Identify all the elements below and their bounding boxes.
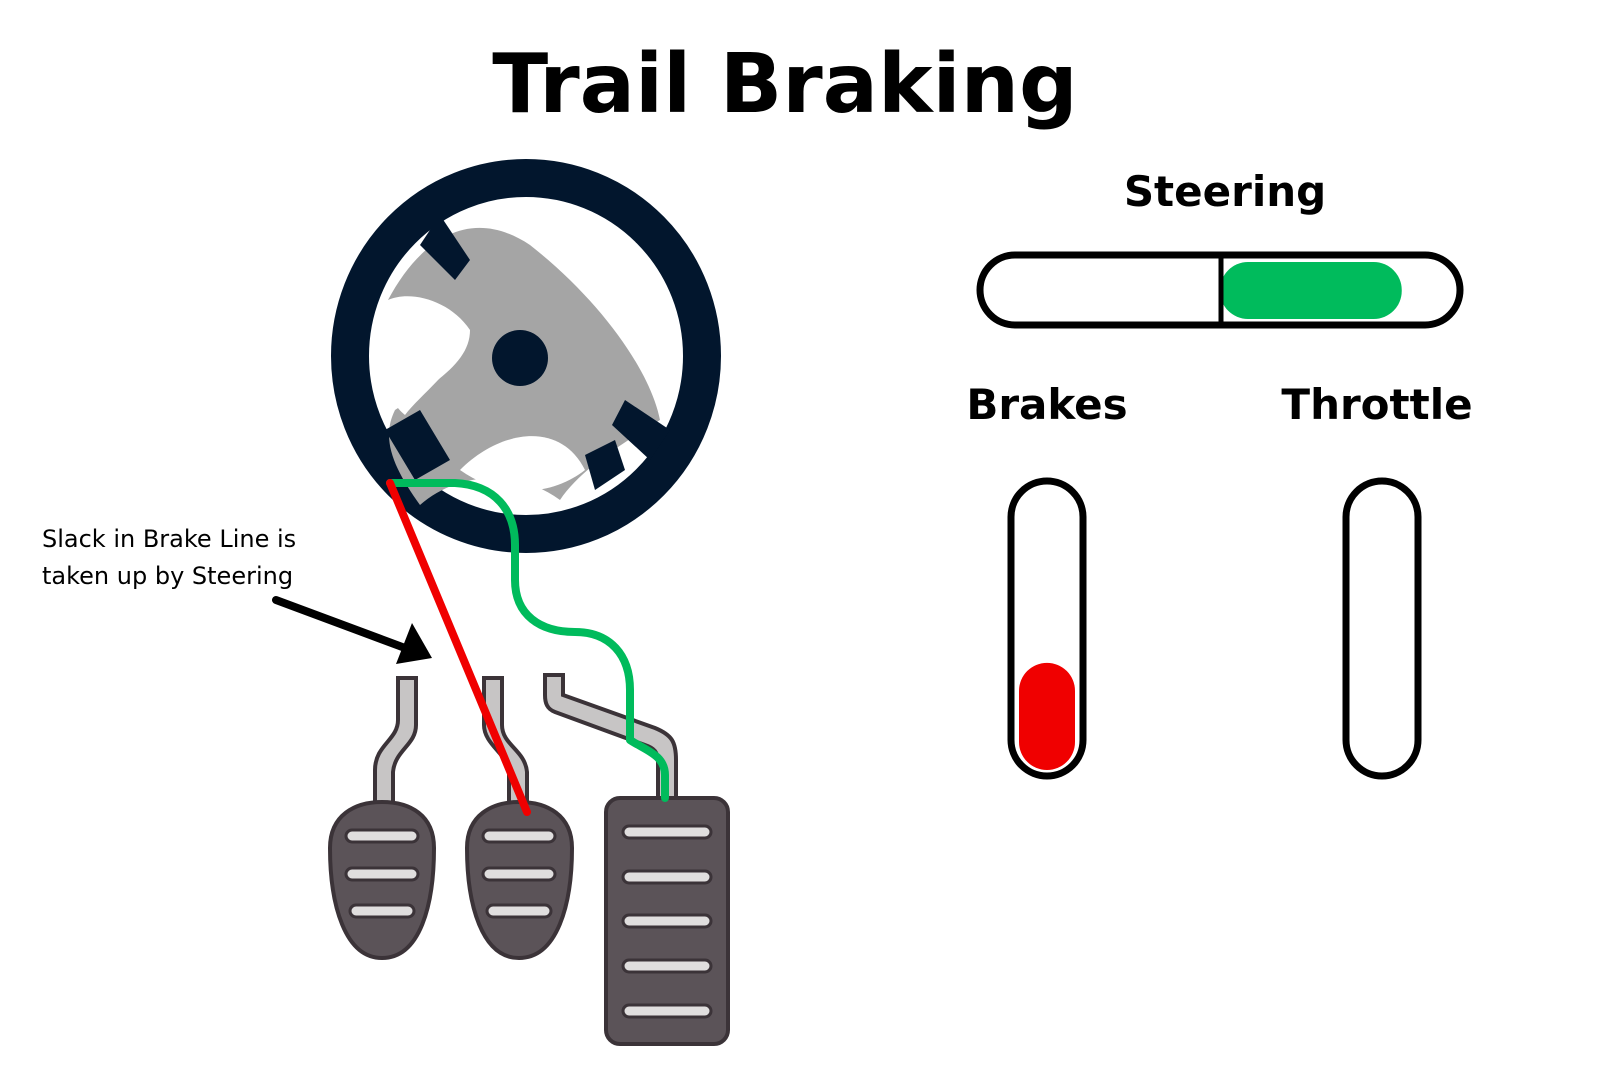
steering-wheel-icon [331,159,721,553]
brake-pedal-icon [464,676,575,961]
clutch-pedal-icon [327,676,437,961]
annotation-line-2: taken up by Steering [42,562,293,590]
steering-label: Steering [1124,167,1326,216]
brakes-label: Brakes [966,380,1127,429]
brakes-gauge-fill [1019,662,1075,770]
annotation-line-1: Slack in Brake Line is [42,525,296,553]
arrow-icon [272,596,432,664]
throttle-gauge-track [1342,477,1422,780]
steering-gauge-fill [1220,262,1402,319]
throttle-label: Throttle [1281,380,1472,429]
brake-line [386,479,531,816]
steering-line [386,479,669,802]
page-title: Trail Braking [492,37,1077,132]
